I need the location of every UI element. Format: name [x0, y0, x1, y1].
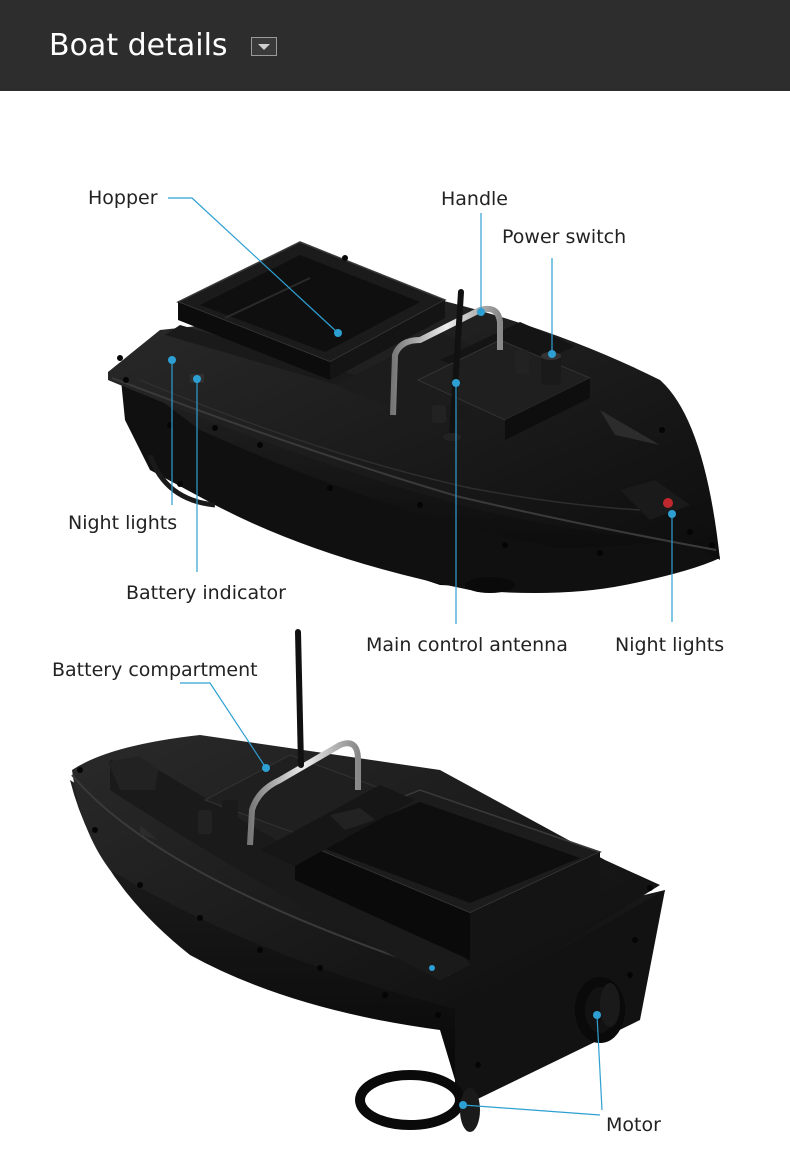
battery-compartment-label: Battery compartment — [52, 659, 258, 681]
power-switch-label: Power switch — [502, 226, 627, 248]
handle-label: Handle — [441, 188, 509, 210]
night-lights-right-label: Night lights — [615, 634, 725, 656]
battery-indicator-label: Battery indicator — [126, 582, 286, 604]
hopper-label: Hopper — [88, 187, 158, 209]
dropdown-arrow-icon[interactable] — [251, 37, 277, 56]
page-header: Boat details — [0, 0, 790, 91]
motor-label: Motor — [606, 1114, 661, 1136]
page-title: Boat details — [49, 28, 228, 63]
boat-rear-view — [70, 629, 665, 1132]
night-lights-left-label: Night lights — [68, 512, 178, 534]
boat-top-view — [108, 241, 720, 594]
main-control-antenna-label: Main control antenna — [366, 634, 568, 656]
leader-lines — [168, 197, 673, 1116]
